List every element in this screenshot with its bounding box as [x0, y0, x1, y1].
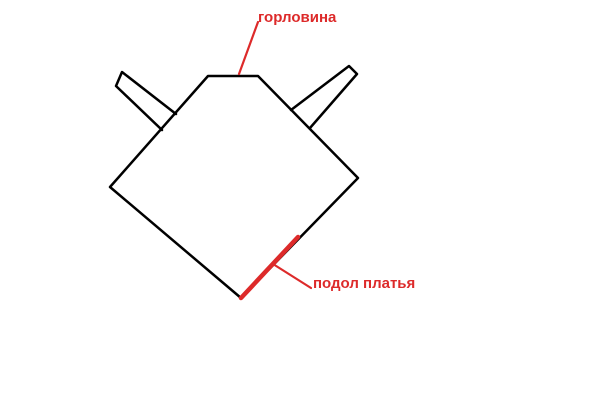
- left-sleeve: [114, 70, 178, 132]
- neckline-leader-line: [237, 20, 260, 76]
- dress-outline: [108, 64, 360, 300]
- neckline-label: горловина: [258, 9, 337, 26]
- hem-leader-line: [271, 262, 313, 290]
- hem-label: подол платья: [313, 275, 415, 292]
- right-sleeve: [289, 64, 359, 130]
- hem-highlight: [238, 234, 301, 301]
- dress-body: [108, 74, 360, 300]
